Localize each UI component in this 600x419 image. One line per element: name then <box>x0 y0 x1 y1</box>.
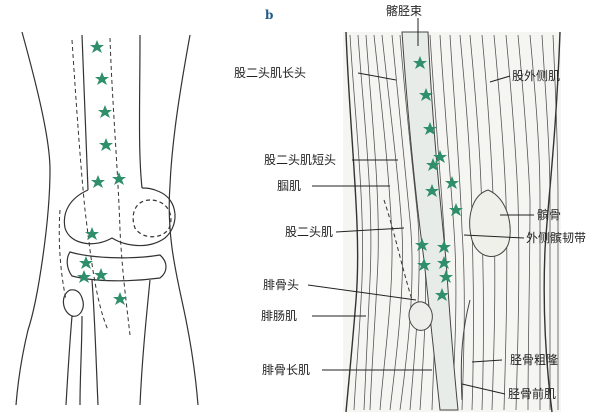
star-marker <box>91 175 105 188</box>
fibula-shaft <box>66 316 82 405</box>
tibia-right-edge <box>140 280 150 405</box>
label-gastrocnemius: 腓肠肌 <box>261 309 297 323</box>
label-iliotibial-band: 髂胫束 <box>386 4 422 18</box>
label-vastus-lateralis: 股外侧肌 <box>512 69 560 83</box>
tibia-left-edge <box>92 280 98 405</box>
thigh-outline-left <box>16 32 50 405</box>
femur-left-edge <box>82 35 88 190</box>
left-skeleton-panel <box>16 32 198 405</box>
fibular-head <box>63 290 83 316</box>
label-tibial-tuberosity: 胫骨粗隆 <box>510 353 558 367</box>
star-marker <box>98 105 112 118</box>
label-biceps-long-head: 股二头肌长头 <box>234 66 306 80</box>
label-fibular-head: 腓骨头 <box>263 278 299 292</box>
label-biceps-short-head: 股二头肌短头 <box>264 153 336 167</box>
patella-outline <box>133 200 171 237</box>
panel-letter: b <box>265 8 273 22</box>
dashed-contour-1 <box>72 40 108 330</box>
label-peroneus-longus: 腓骨长肌 <box>262 363 310 377</box>
label-tibialis-anterior: 胫骨前肌 <box>508 387 556 401</box>
fibular-head-shape <box>409 302 432 331</box>
label-patella: 髌骨 <box>537 208 561 222</box>
label-hamstring: 腘肌 <box>277 179 301 193</box>
thigh-outline-right <box>169 35 198 405</box>
femur-right-edge <box>140 35 143 188</box>
star-marker <box>77 270 91 283</box>
left-tender-points <box>77 40 127 305</box>
star-marker <box>112 172 126 185</box>
star-marker <box>95 72 109 85</box>
star-marker <box>113 292 127 305</box>
label-lateral-retinaculum: 外侧髌韧带 <box>526 231 586 245</box>
star-marker <box>90 40 104 53</box>
label-biceps-femoris: 股二头肌 <box>285 225 333 239</box>
star-marker <box>94 268 108 281</box>
star-marker <box>99 138 113 151</box>
dashed-contour-2 <box>110 38 130 335</box>
